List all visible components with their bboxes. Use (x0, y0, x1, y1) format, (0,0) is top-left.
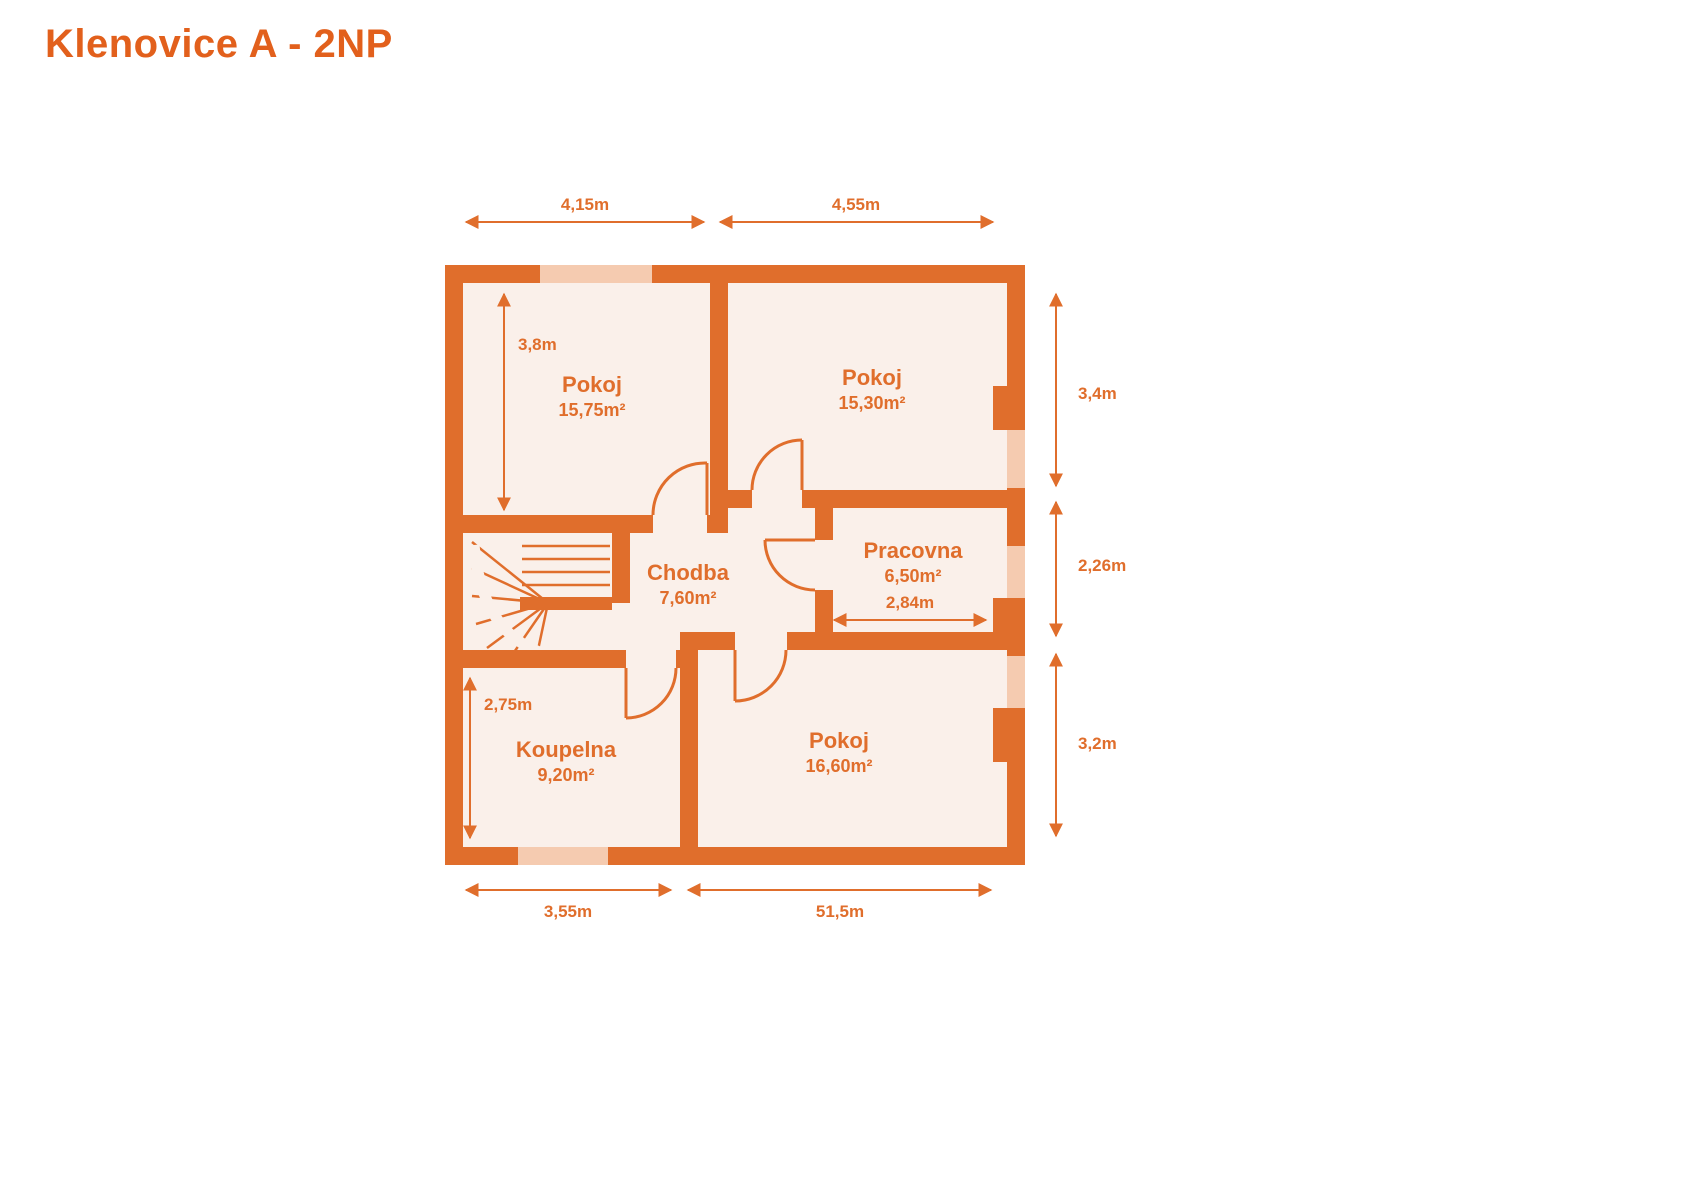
door-arc-pracovna (763, 539, 816, 592)
wall-segment (707, 515, 728, 533)
dimension-label-top-right: 4,55m (832, 195, 880, 214)
door-arc-pokoj1 (651, 461, 708, 516)
room-area-koupelna: 9,20m² (537, 765, 594, 785)
wall-koupelna-top (463, 650, 626, 668)
room-name-koupelna: Koupelna (516, 737, 617, 762)
room-name-chodba: Chodba (647, 560, 730, 585)
dimension-annotations: 4,15m 4,55m 3,4m 2,26m 3,2m 3,55m 51,5m … (463, 195, 1126, 921)
dimension-label-top-left: 4,15m (561, 195, 609, 214)
windows (518, 265, 1025, 865)
stair-landing-edge (520, 597, 612, 610)
wall-pokoj3-top (787, 632, 1007, 650)
window-right-top (1007, 430, 1025, 488)
window-right-bottom (1007, 656, 1025, 708)
door-arc-pokoj3 (734, 649, 788, 703)
doors (624, 438, 816, 720)
wall-outer-left (445, 265, 463, 865)
window-bottom (518, 847, 608, 865)
room-name-pracovna: Pracovna (863, 538, 963, 563)
dimension-label-right-top: 3,4m (1078, 384, 1117, 403)
wall-outer-top (445, 265, 1025, 283)
stair-winder (471, 541, 549, 604)
wall-koupelna-right (680, 632, 698, 865)
wall-pillar (993, 598, 1007, 650)
wall-pracovna-left (815, 590, 833, 632)
room-area-pokoj-3: 16,60m² (805, 756, 872, 776)
dimension-label-pracovna-width: 2,84m (886, 593, 934, 612)
wall-pillar (993, 386, 1007, 430)
window-right-middle (1007, 546, 1025, 598)
dimension-label-bottom-right: 51,5m (816, 902, 864, 921)
dimension-label-pokoj1-depth: 3,8m (518, 335, 557, 354)
wall-pillar (993, 708, 1007, 762)
room-name-pokoj-1: Pokoj (562, 372, 622, 397)
wall-between-top-rooms (710, 283, 728, 533)
wall-pokoj1-bottom (463, 515, 653, 533)
room-area-chodba: 7,60m² (659, 588, 716, 608)
dimension-label-right-middle: 2,26m (1078, 556, 1126, 575)
room-labels: Pokoj 15,75m² Pokoj 15,30m² Pracovna 6,5… (516, 365, 963, 785)
wall-pracovna-left (815, 508, 833, 540)
wall-pokoj2-bottom (802, 490, 1007, 508)
room-name-pokoj-3: Pokoj (809, 728, 869, 753)
floor-area (445, 265, 1025, 865)
wall-segment (728, 490, 752, 508)
dimension-label-right-bottom: 3,2m (1078, 734, 1117, 753)
room-area-pokoj-2: 15,30m² (838, 393, 905, 413)
page-title: Klenovice A - 2NP (45, 22, 393, 66)
door-arc-koupelna (625, 667, 678, 720)
stair-winder (486, 601, 549, 650)
room-area-pracovna: 6,50m² (884, 566, 941, 586)
window-top (540, 265, 652, 283)
door-arc-pokoj2 (750, 438, 803, 491)
dimension-label-bottom-left: 3,55m (544, 902, 592, 921)
room-name-pokoj-2: Pokoj (842, 365, 902, 390)
wall-stair-right (612, 533, 630, 603)
wall-segment (698, 632, 735, 650)
dimension-label-koupelna-depth: 2,75m (484, 695, 532, 714)
room-area-pokoj-1: 15,75m² (558, 400, 625, 420)
